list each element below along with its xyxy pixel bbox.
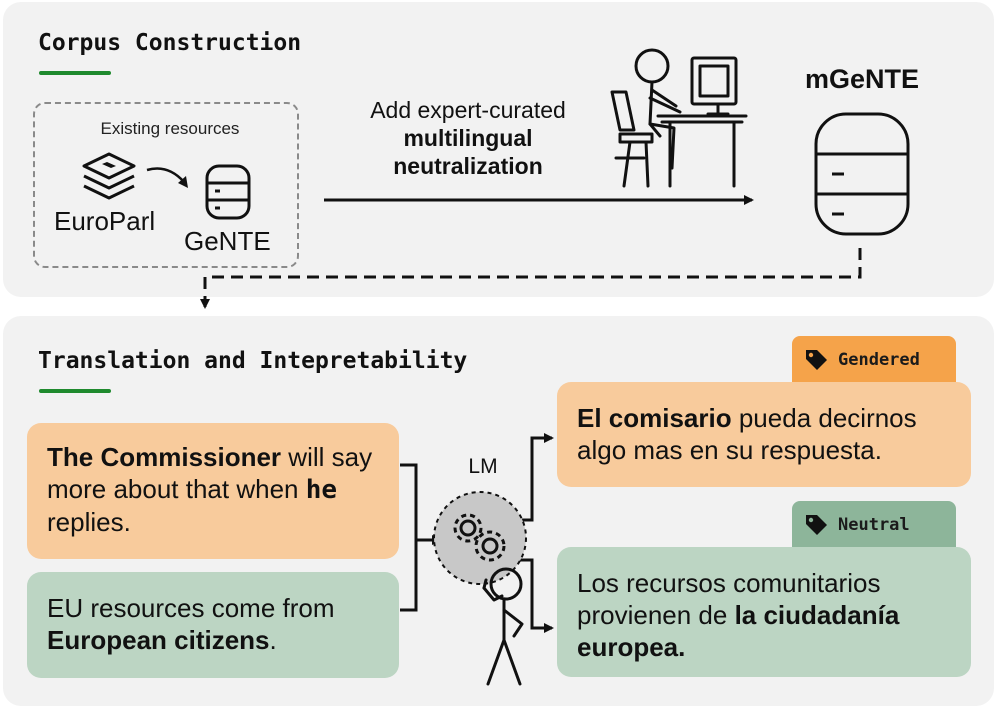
corpus-construction-panel [3,2,994,297]
database-icon [205,164,251,220]
mgente-label: mGeNTE [804,64,920,94]
dashed-flow-arrow [200,248,862,309]
neutral-tag-label: Neutral [838,515,910,535]
person-at-desk-icon [610,48,748,188]
source-neutral-text-2: . [269,625,277,655]
source-gendered-bold-1: The Commissioner [47,442,282,472]
corpus-title: Corpus Construction [38,30,302,56]
layers-icon [82,152,136,200]
thinking-person-icon [482,567,524,686]
source-gendered-bubble: The Commissioner will say more about tha… [27,423,399,559]
target-neutral-text-1: Los recursos comunitarios provienen de [577,568,881,630]
input-bracket [400,463,418,612]
lm-label: LM [468,455,498,478]
target-neutral-bubble: Los recursos comunitarios provienen de l… [557,547,971,677]
gendered-tag-label: Gendered [838,350,920,370]
existing-resources-box [33,102,299,268]
tag-icon [806,350,827,370]
gente-label: GeNTE [184,226,271,256]
output-arrow-neutral [520,558,554,633]
europarl-label: EuroParl [54,206,156,236]
source-neutral-bold-1: European citizens [47,625,270,655]
corpus-title-underline [39,71,111,75]
source-gendered-text-2: replies. [47,507,131,537]
target-gendered-bubble: El comisario pueda decirnos algo mas en … [557,382,971,487]
source-neutral-text-1: EU resources come from [47,593,335,623]
target-neutral-bold-1: la ciudadanía europea. [577,600,900,662]
action-line-3: neutralization [393,153,543,179]
translation-title: Translation and Intepretability [38,348,468,374]
target-gendered-bold-1: El comisario [577,403,732,433]
output-arrow-gendered [520,433,554,522]
action-text: Add expert-curated multilingual neutrali… [340,96,596,180]
neutral-tag: Neutral [792,501,956,549]
source-gendered-text-1: will say more about that when [47,442,373,504]
gendered-tag: Gendered [792,336,956,384]
target-gendered-text-1: pueda decirnos algo mas en su respuesta. [577,403,917,465]
gears-icon [433,491,527,585]
resource-merge-arrow [146,167,188,188]
action-line-1: Add expert-curated [370,97,566,123]
tag-icon [806,515,827,535]
translation-title-underline [39,389,111,393]
database-icon [814,112,910,236]
source-gendered-bold-2: he [305,475,338,505]
source-neutral-bubble: EU resources come from European citizens… [27,572,399,678]
action-line-2: multilingual [403,125,533,151]
existing-resources-label: Existing resources [100,119,240,138]
